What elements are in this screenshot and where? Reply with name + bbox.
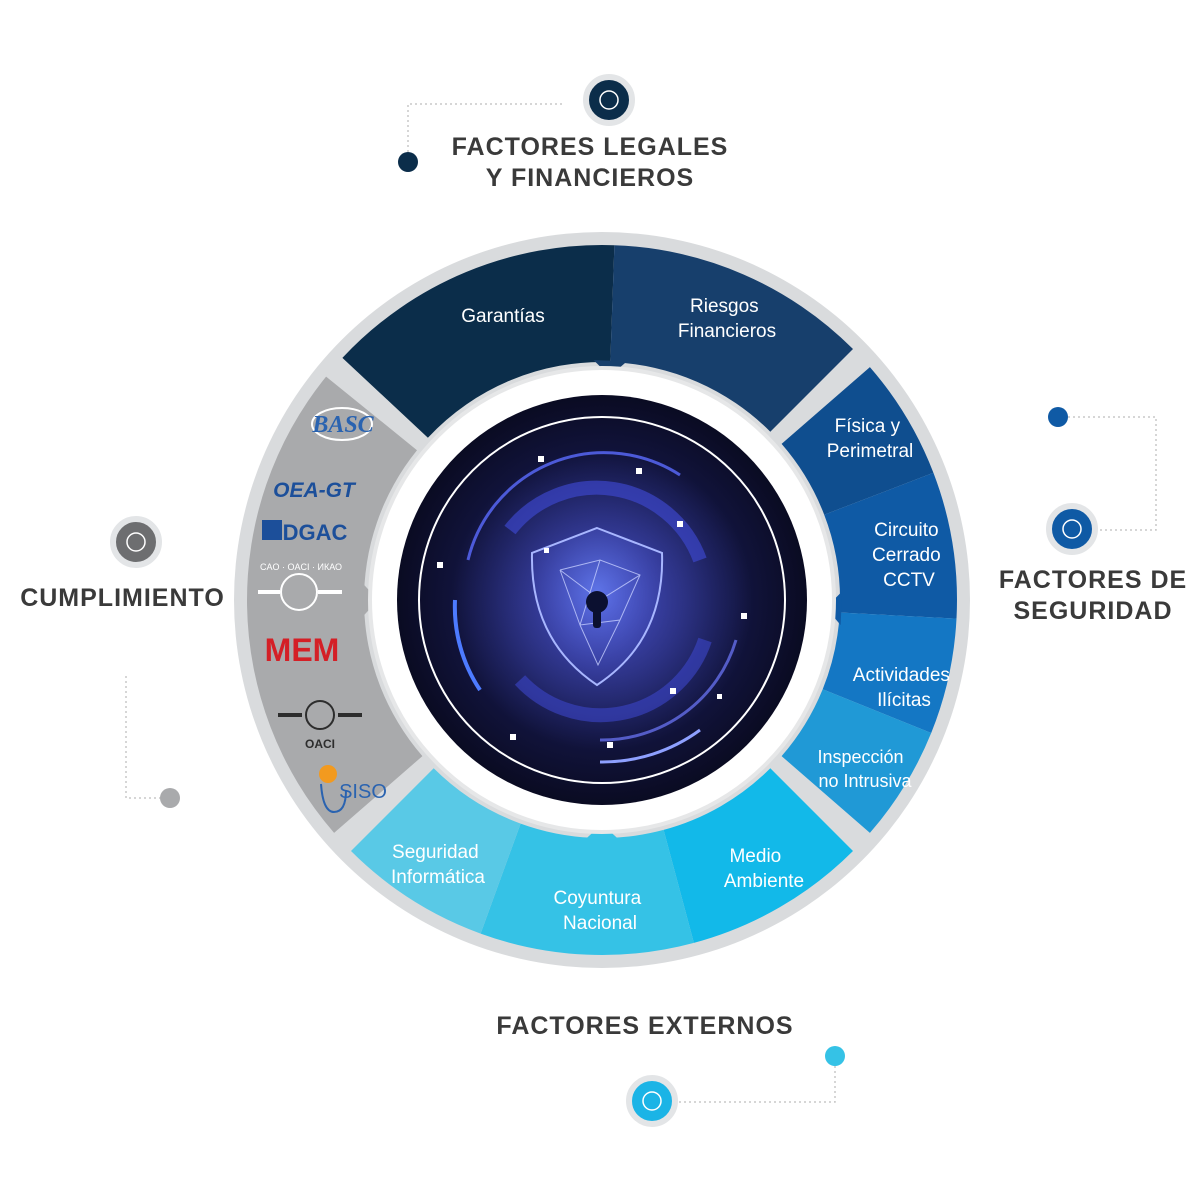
core-sparkle [437, 562, 443, 568]
node-icon-seguridad[interactable] [1046, 503, 1098, 555]
keyhole-icon [586, 591, 608, 613]
core-sparkle [670, 688, 676, 694]
core-arc-outer [466, 451, 681, 561]
core-arc-inner [504, 480, 707, 563]
svg-text:DGAC: DGAC [283, 520, 348, 545]
svg-text:MEM: MEM [265, 632, 340, 668]
node-icon-externos[interactable] [626, 1075, 678, 1127]
dgac-logo: DGAC [262, 520, 347, 545]
segment-label-riesgos: Riesgos Financieros [678, 296, 776, 342]
segment-label-informatica: Seguridad Informática [391, 842, 485, 888]
core-arc-blue [452, 599, 482, 692]
segment-inspeccion [781, 689, 932, 833]
core-sparkle [510, 734, 516, 740]
node-icon-legales[interactable] [583, 74, 635, 126]
heading-seguridad: FACTORES DE SEGURIDAD [988, 565, 1198, 627]
segment-medio [663, 768, 853, 943]
security-core [397, 395, 807, 805]
oea-gt-logo: OEA-GT [273, 479, 357, 502]
core-sparkle [741, 613, 747, 619]
node-icon-ring-seguridad [1062, 519, 1082, 539]
segment-label-medio: Medio Ambiente [724, 846, 804, 892]
core-arc-blue-2 [599, 728, 701, 764]
connector-legales [398, 74, 635, 172]
mem-logo: MEM [265, 632, 340, 668]
core-arc-inner-2 [514, 637, 712, 723]
segment-fisica [781, 367, 934, 515]
segment-garantias [342, 244, 615, 438]
segment-label-inspeccion: Inspección no Intrusiva [817, 747, 912, 791]
segment-ilicitas [822, 612, 957, 733]
heading-externos-text: FACTORES EXTERNOS [496, 1012, 794, 1040]
icao-emblem: CAO · OACI · ИКАО [258, 562, 342, 611]
segment-coyuntura [480, 823, 694, 956]
core-arc-outer-2 [599, 639, 738, 742]
core-sparkle [636, 468, 642, 474]
keyhole-slot [593, 606, 601, 628]
node-dot-externos [825, 1046, 845, 1066]
segment-label-ilicitas: Actividades Ilícitas [853, 665, 955, 711]
node-icon-cumplimiento[interactable] [110, 516, 162, 568]
shield-mesh [559, 559, 641, 667]
segment-cumplimiento [247, 376, 423, 833]
svg-text:OACI: OACI [305, 737, 335, 751]
segment-riesgos [610, 245, 853, 432]
heading-seguridad-line1: FACTORES DE [998, 566, 1188, 594]
connector-cumplimiento [110, 516, 180, 808]
basc-logo: BASC [311, 407, 375, 441]
heading-cumplimiento: CUMPLIMIENTO [10, 583, 235, 614]
segment-label-cctv: Circuito Cerrado CCTV [872, 520, 946, 591]
segment-informatica [351, 768, 521, 934]
core-sparkle [717, 694, 722, 699]
heading-legales-line1: FACTORES LEGALES [451, 133, 729, 161]
segment-cctv [824, 472, 957, 619]
segment-label-coyuntura: Coyuntura Nacional [554, 888, 647, 934]
node-icon-ring-cumplimiento [126, 532, 146, 552]
node-icon-ring-legales [599, 90, 619, 110]
core-sparkle [607, 742, 613, 748]
svg-text:CAO · OACI · ИКАО: CAO · OACI · ИКАО [260, 562, 342, 572]
svg-text:OEA-GT: OEA-GT [273, 479, 357, 502]
heading-cumplimiento-text: CUMPLIMIENTO [20, 584, 225, 612]
core-sparkle [677, 521, 683, 527]
connector-seguridad [1046, 407, 1157, 555]
segment-label-garantias: Garantías [461, 306, 544, 327]
core-sparkle [538, 456, 544, 462]
svg-text:SISO: SISO [339, 781, 387, 803]
core-outline [418, 416, 786, 784]
heading-externos: FACTORES EXTERNOS [470, 1011, 820, 1042]
node-dot-seguridad [1048, 407, 1068, 427]
inner-ring-border [368, 366, 836, 834]
node-icon-ring-externos [642, 1091, 662, 1111]
svg-text:BASC: BASC [311, 412, 374, 438]
node-dot-cumplimiento [160, 788, 180, 808]
heading-legales: FACTORES LEGALES Y FINANCIEROS [430, 132, 750, 194]
ring-segments [247, 244, 957, 956]
heading-seguridad-line2: SEGURIDAD [1013, 597, 1173, 625]
segment-label-fisica: Física y Perimetral [827, 416, 914, 462]
core-sparkle [544, 548, 549, 553]
connector-externos [626, 1046, 845, 1127]
heading-legales-line2: Y FINANCIEROS [485, 164, 695, 192]
compliance-logos: BASC OEA-GT DGAC CAO · OACI · ИКАО MEM O… [258, 407, 387, 814]
siso-logo: SISO [319, 765, 387, 814]
oaci-emblem: OACI [278, 700, 362, 751]
node-dot-legales [398, 152, 418, 172]
